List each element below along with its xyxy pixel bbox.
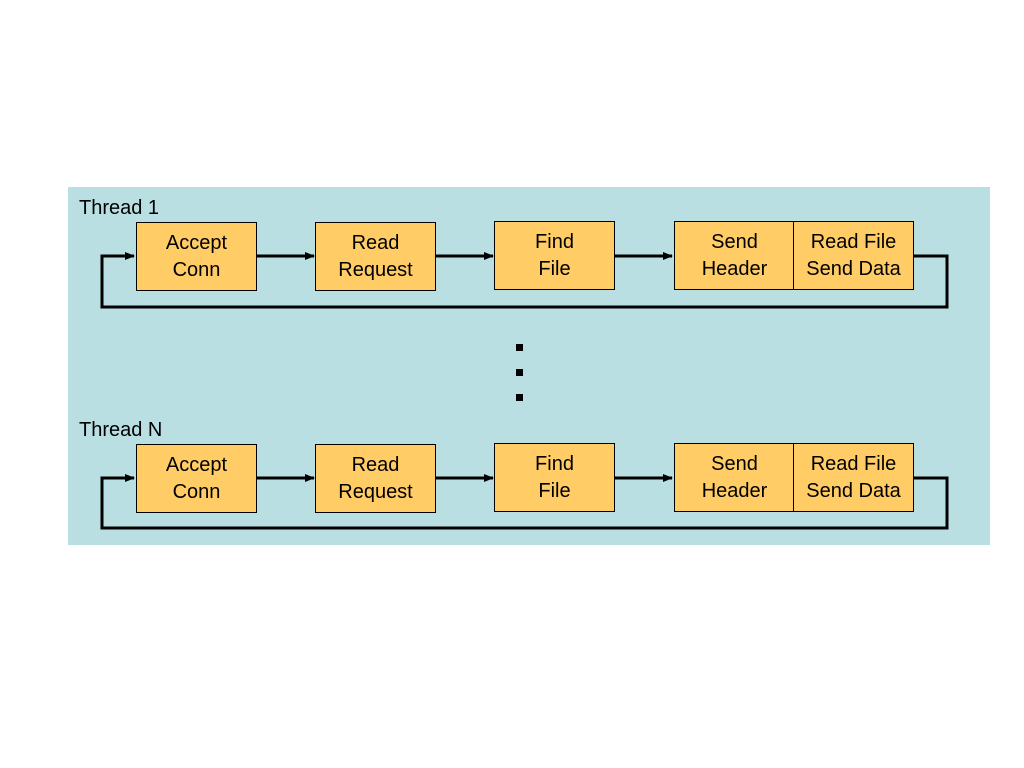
step-line-1: Send: [711, 230, 758, 253]
thread-n-step-read-file-send-data: Read File Send Data: [793, 443, 914, 512]
step-line-2: Conn: [172, 480, 221, 503]
step-line-1: Send: [711, 452, 758, 475]
thread-n-step-accept-conn: Accept Conn: [136, 444, 257, 513]
step-line-2: Header: [701, 479, 768, 502]
thread-n-label: Thread N: [79, 419, 163, 441]
thread-n-step-send-header: Send Header: [674, 443, 795, 512]
thread-n-step-read-request: Read Request: [315, 444, 436, 513]
step-line-2: Conn: [172, 258, 221, 281]
thread-1-step-read-request: Read Request: [315, 222, 436, 291]
step-line-1: Read: [351, 231, 400, 254]
step-line-1: Read File: [810, 452, 897, 475]
thread-n-loop-back-arrow: [100, 474, 949, 530]
thread-1-step-read-file-send-data: Read File Send Data: [793, 221, 914, 290]
step-line-1: Accept: [165, 231, 228, 254]
step-line-1: Accept: [165, 453, 228, 476]
step-line-2: Send Data: [806, 479, 901, 502]
continuation-dot: [516, 344, 523, 351]
thread-1-loop-back-arrow: [100, 252, 949, 309]
step-line-2: File: [538, 257, 571, 280]
thread-1-step-send-header: Send Header: [674, 221, 795, 290]
step-line-2: File: [538, 479, 571, 502]
thread-n-step-find-file: Find File: [494, 443, 615, 512]
step-line-1: Read: [351, 453, 400, 476]
continuation-dot: [516, 369, 523, 376]
step-line-1: Find: [535, 230, 574, 253]
continuation-dot: [516, 394, 523, 401]
step-line-2: Header: [701, 257, 768, 280]
step-line-2: Send Data: [806, 257, 901, 280]
step-line-1: Find: [535, 452, 574, 475]
step-line-2: Request: [338, 480, 413, 503]
step-line-2: Request: [338, 258, 413, 281]
step-line-1: Read File: [810, 230, 897, 253]
thread-1-step-accept-conn: Accept Conn: [136, 222, 257, 291]
thread-1-step-find-file: Find File: [494, 221, 615, 290]
thread-1-label: Thread 1: [79, 197, 160, 219]
